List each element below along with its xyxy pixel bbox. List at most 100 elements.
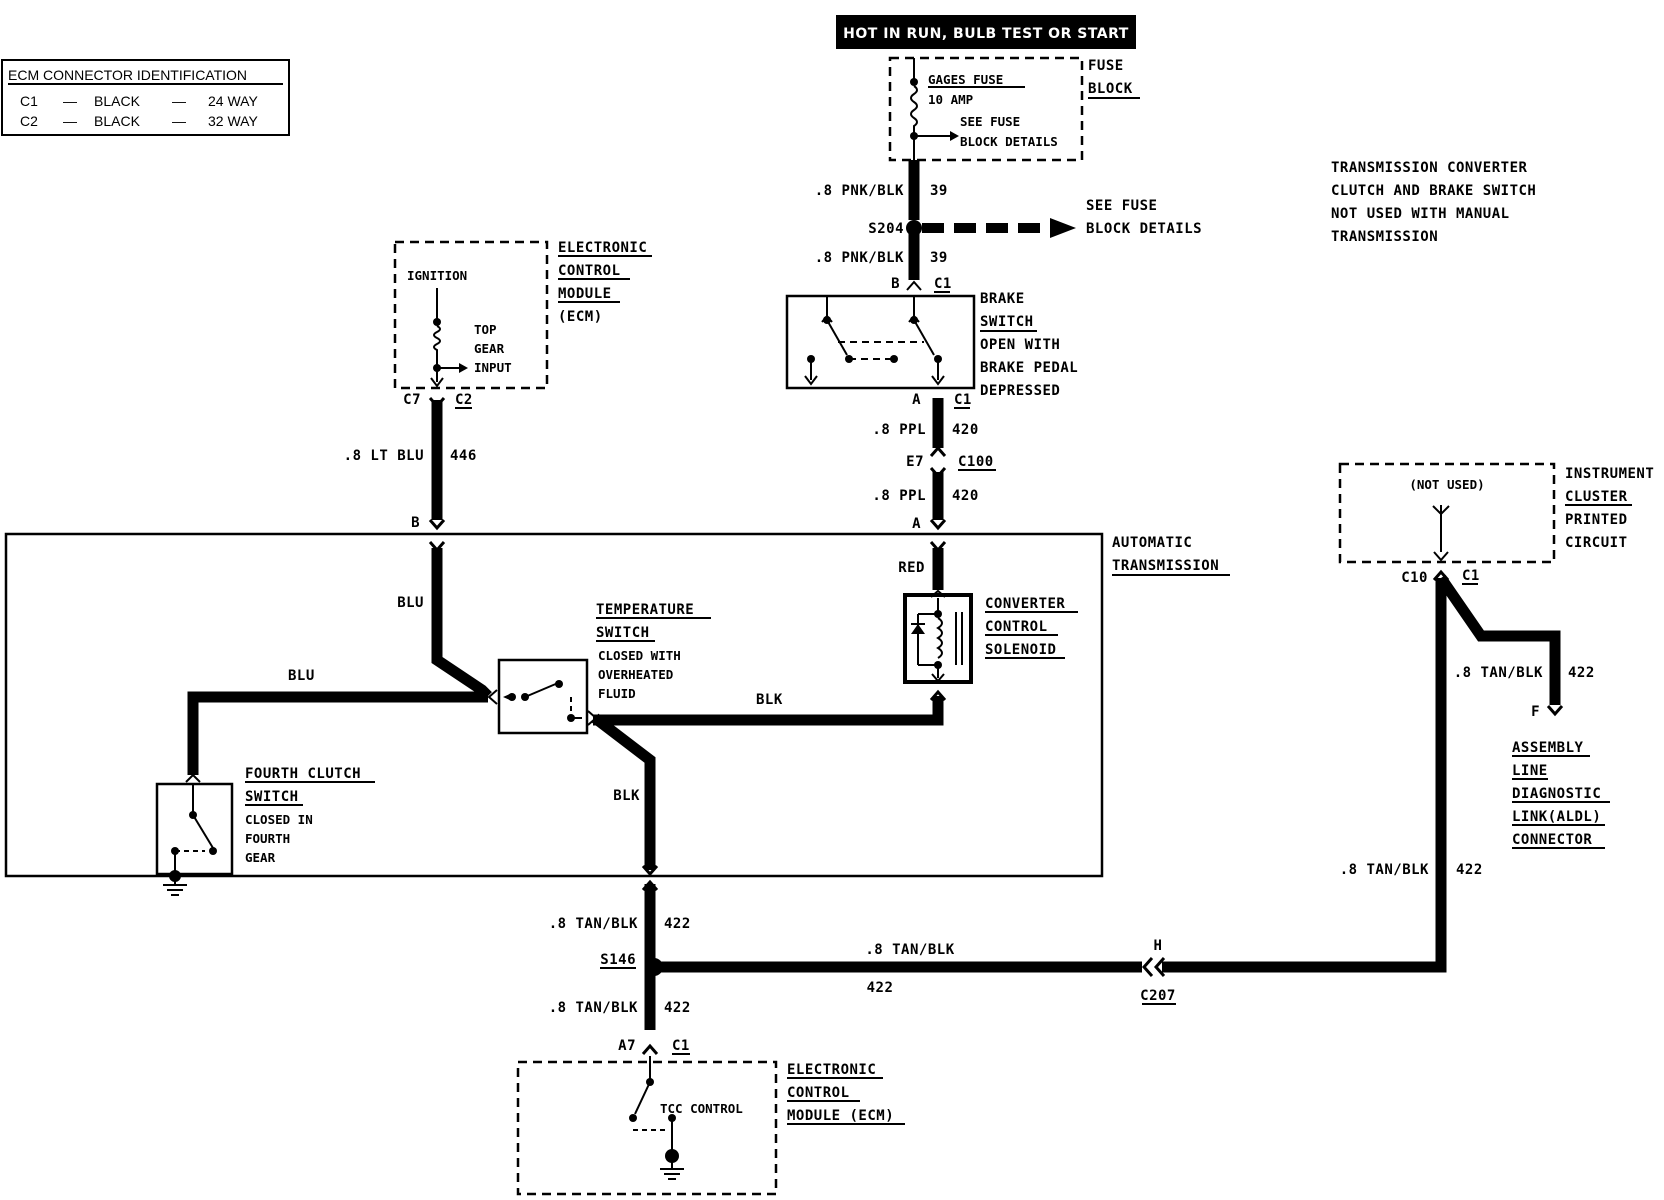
svg-text:ELECTRONIC: ELECTRONIC bbox=[558, 240, 647, 256]
wire-tan-blk-aldl bbox=[1436, 574, 1561, 705]
svg-text:422: 422 bbox=[664, 916, 691, 932]
svg-text:NOT USED WITH MANUAL: NOT USED WITH MANUAL bbox=[1331, 206, 1510, 222]
converter-control-solenoid: CONVERTER CONTROL SOLENOID bbox=[903, 589, 1078, 684]
header-banner: HOT IN RUN, BULB TEST OR START bbox=[836, 15, 1136, 49]
svg-text:C1: C1 bbox=[20, 93, 38, 109]
svg-text:CONTROL: CONTROL bbox=[985, 619, 1048, 635]
svg-text:LINK(ALDL): LINK(ALDL) bbox=[1512, 809, 1601, 825]
connector-c100-icon bbox=[929, 445, 947, 479]
svg-text:TRANSMISSION: TRANSMISSION bbox=[1112, 558, 1219, 574]
svg-text:39: 39 bbox=[930, 183, 948, 199]
svg-text:FLUID: FLUID bbox=[598, 686, 636, 701]
svg-text:F: F bbox=[1531, 704, 1540, 720]
aldl-connector-label: ASSEMBLY LINE DIAGNOSTIC LINK(ALDL) CONN… bbox=[1512, 740, 1610, 849]
connector-c207-icon bbox=[1141, 957, 1166, 977]
svg-text:TRANSMISSION: TRANSMISSION bbox=[1331, 229, 1438, 245]
svg-text:BLK: BLK bbox=[613, 788, 640, 804]
svg-text:SOLENOID: SOLENOID bbox=[985, 642, 1056, 658]
svg-text:BLU: BLU bbox=[397, 595, 424, 611]
legend-title: ECM CONNECTOR IDENTIFICATION bbox=[8, 67, 247, 83]
svg-text:SWITCH: SWITCH bbox=[245, 789, 299, 805]
fuse-rating: 10 AMP bbox=[928, 92, 973, 107]
svg-text:IGNITION: IGNITION bbox=[407, 268, 467, 283]
fourth-clutch-switch: FOURTH CLUTCH SWITCH CLOSED IN FOURTH GE… bbox=[155, 766, 375, 896]
svg-text:BRAKE: BRAKE bbox=[980, 291, 1025, 307]
header-text: HOT IN RUN, BULB TEST OR START bbox=[843, 26, 1129, 42]
svg-text:.8 PNK/BLK: .8 PNK/BLK bbox=[815, 183, 904, 199]
temperature-switch: TEMPERATURE SWITCH CLOSED WITH OVERHEATE… bbox=[487, 602, 711, 735]
svg-text:CONTROL: CONTROL bbox=[787, 1085, 850, 1101]
svg-text:CLUSTER: CLUSTER bbox=[1565, 489, 1628, 505]
svg-text:39: 39 bbox=[930, 250, 948, 266]
svg-text:32 WAY: 32 WAY bbox=[208, 113, 258, 129]
wire-blu-ecm-temp bbox=[431, 548, 492, 700]
svg-text:C10: C10 bbox=[1401, 570, 1428, 586]
svg-text:MODULE: MODULE bbox=[558, 286, 612, 302]
svg-text:.8 LT BLU: .8 LT BLU bbox=[344, 448, 424, 464]
svg-text:.8 PNK/BLK: .8 PNK/BLK bbox=[815, 250, 904, 266]
svg-text:E7: E7 bbox=[906, 454, 924, 470]
svg-text:(ECM): (ECM) bbox=[558, 309, 603, 325]
svg-text:BLU: BLU bbox=[288, 668, 315, 684]
svg-text:BLOCK: BLOCK bbox=[1088, 81, 1133, 97]
svg-text:GEAR: GEAR bbox=[245, 850, 276, 865]
brake-switch: B C1 BRAKE SWITCH OPEN WITH BRAKE PEDAL … bbox=[785, 276, 1078, 399]
svg-text:BLOCK DETAILS: BLOCK DETAILS bbox=[1086, 221, 1202, 237]
svg-text:422: 422 bbox=[664, 1000, 691, 1016]
svg-text:INPUT: INPUT bbox=[474, 360, 512, 375]
svg-text:FOURTH CLUTCH: FOURTH CLUTCH bbox=[245, 766, 361, 782]
instrument-cluster: (NOT USED) INSTRUMENT CLUSTER PRINTED CI… bbox=[1338, 462, 1654, 564]
automatic-transmission-box bbox=[4, 532, 1104, 878]
svg-text:CLUTCH AND BRAKE SWITCH: CLUTCH AND BRAKE SWITCH bbox=[1331, 183, 1536, 199]
svg-text:BLACK: BLACK bbox=[94, 113, 141, 129]
svg-text:C2: C2 bbox=[455, 392, 473, 408]
svg-text:420: 420 bbox=[952, 488, 979, 504]
svg-text:DEPRESSED: DEPRESSED bbox=[980, 383, 1060, 399]
fuse-element-icon bbox=[910, 85, 918, 136]
ground-icon bbox=[660, 1160, 684, 1180]
svg-text:—: — bbox=[172, 93, 186, 109]
svg-text:BRAKE PEDAL: BRAKE PEDAL bbox=[980, 360, 1078, 376]
svg-text:TOP: TOP bbox=[474, 322, 497, 337]
svg-text:TRANSMISSION CONVERTER: TRANSMISSION CONVERTER bbox=[1331, 160, 1528, 176]
fuse-block: GAGES FUSE 10 AMP SEE FUSE BLOCK DETAILS… bbox=[888, 56, 1140, 162]
svg-text:.8 TAN/BLK: .8 TAN/BLK bbox=[549, 1000, 638, 1016]
svg-text:.8 PPL: .8 PPL bbox=[872, 488, 926, 504]
svg-text:C1: C1 bbox=[954, 392, 972, 408]
svg-text:422: 422 bbox=[1568, 665, 1595, 681]
svg-text:H: H bbox=[1154, 938, 1163, 954]
svg-text:.8 PPL: .8 PPL bbox=[872, 422, 926, 438]
svg-text:BLOCK DETAILS: BLOCK DETAILS bbox=[960, 134, 1058, 149]
svg-text:S204: S204 bbox=[868, 221, 904, 237]
svg-text:SWITCH: SWITCH bbox=[980, 314, 1034, 330]
svg-text:(NOT USED): (NOT USED) bbox=[1409, 477, 1484, 492]
svg-text:C1: C1 bbox=[934, 276, 952, 292]
svg-text:FUSE: FUSE bbox=[1088, 58, 1124, 74]
svg-text:.8 TAN/BLK: .8 TAN/BLK bbox=[865, 942, 954, 958]
svg-text:MODULE (ECM): MODULE (ECM) bbox=[787, 1108, 894, 1124]
svg-text:PRINTED: PRINTED bbox=[1565, 512, 1628, 528]
svg-text:C2: C2 bbox=[20, 113, 38, 129]
svg-text:—: — bbox=[172, 113, 186, 129]
svg-text:C1: C1 bbox=[672, 1038, 690, 1054]
svg-text:CLOSED WITH: CLOSED WITH bbox=[598, 648, 681, 663]
ecm-tcc-control: TCC CONTROL ELECTRONIC CONTROL MODULE (E… bbox=[516, 1056, 905, 1196]
svg-text:RED: RED bbox=[898, 560, 925, 576]
svg-text:422: 422 bbox=[867, 980, 894, 996]
svg-text:A: A bbox=[912, 392, 921, 408]
svg-text:AUTOMATIC: AUTOMATIC bbox=[1112, 535, 1192, 551]
svg-text:24 WAY: 24 WAY bbox=[208, 93, 258, 109]
ecm-top-gear-input: IGNITION TOP GEAR INPUT ELECTRONIC CONTR… bbox=[393, 240, 652, 390]
svg-text:LINE: LINE bbox=[1512, 763, 1548, 779]
svg-text:OPEN WITH: OPEN WITH bbox=[980, 337, 1060, 353]
svg-text:C100: C100 bbox=[958, 454, 994, 470]
svg-text:.8 TAN/BLK: .8 TAN/BLK bbox=[1454, 665, 1543, 681]
svg-text:420: 420 bbox=[952, 422, 979, 438]
svg-text:B: B bbox=[411, 515, 420, 531]
svg-text:CONTROL: CONTROL bbox=[558, 263, 621, 279]
svg-text:TEMPERATURE: TEMPERATURE bbox=[596, 602, 694, 618]
svg-text:A7: A7 bbox=[618, 1038, 636, 1054]
svg-text:SEE FUSE: SEE FUSE bbox=[960, 114, 1020, 129]
svg-text:A: A bbox=[912, 516, 921, 532]
